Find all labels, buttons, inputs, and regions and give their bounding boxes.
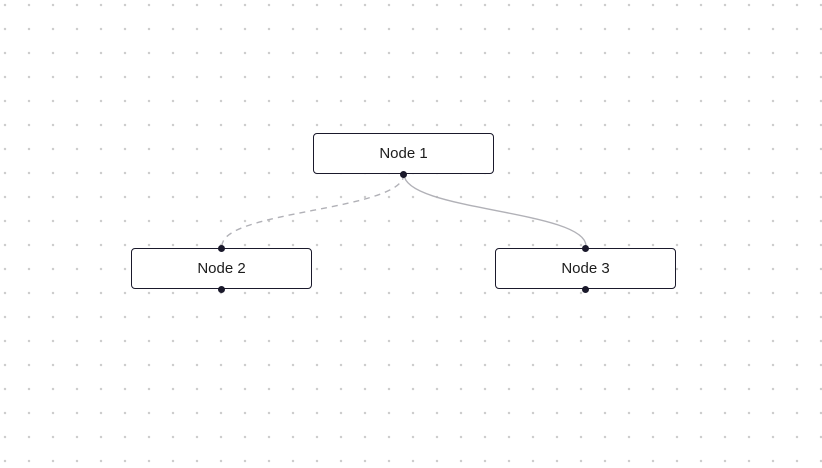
- node-2-source-handle[interactable]: [218, 285, 225, 293]
- flow-node-2[interactable]: Node 2: [131, 244, 312, 293]
- node-1-source-handle[interactable]: [400, 170, 407, 178]
- flow-node-3[interactable]: Node 3: [495, 244, 676, 293]
- node-3-target-handle[interactable]: [582, 244, 589, 252]
- node-2-label: Node 2: [197, 260, 246, 277]
- flow-node-1[interactable]: Node 1: [313, 133, 494, 178]
- edge-node1-node2[interactable]: [221, 173, 405, 247]
- edge-node1-node3[interactable]: [403, 173, 587, 247]
- node-3-label: Node 3: [561, 260, 610, 277]
- node-1-label: Node 1: [379, 145, 428, 162]
- node-3-source-handle[interactable]: [582, 285, 589, 293]
- node-2-target-handle[interactable]: [218, 244, 225, 252]
